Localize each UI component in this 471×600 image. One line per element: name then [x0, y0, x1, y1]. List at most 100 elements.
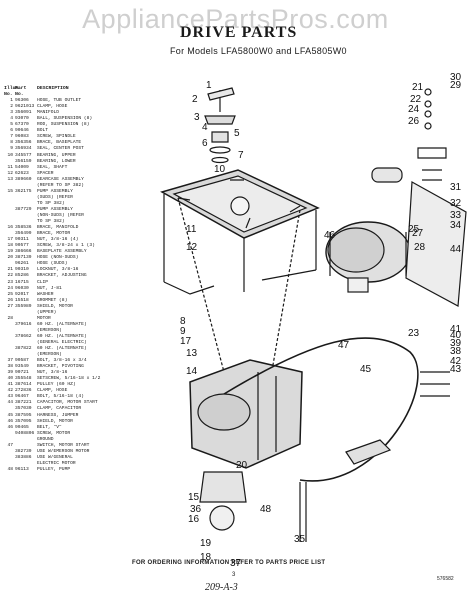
part-no-cell: 67370 [15, 122, 29, 128]
site-watermark: AppliancePartsPros.com [82, 4, 389, 34]
illus-no-cell: 3 [10, 110, 13, 116]
illus-no-cell: 26 [7, 297, 13, 303]
illus-no-cell: 8 [10, 140, 13, 146]
description-cell: SCREW, SPINDLE [37, 134, 76, 140]
gearcase-shaft [257, 372, 277, 460]
table-row: (GENERAL ELECTRIC) [4, 340, 176, 346]
callout-32: 32 [450, 198, 462, 209]
description-cell: SPACER [37, 170, 54, 176]
part-no-cell: 389660 [15, 176, 32, 182]
drive-belt [223, 337, 419, 482]
callout-17: 17 [180, 336, 192, 347]
part-no-cell: 356499 [15, 231, 32, 237]
description-cell: SEAL, SHAFT [37, 164, 68, 170]
callout-26: 26 [408, 116, 420, 127]
callout-41: 41 [450, 324, 462, 335]
illus-no-cell: 40 [7, 376, 13, 382]
document-code: 576582 [437, 576, 454, 582]
part-no-cell: 272836 [15, 388, 32, 394]
part-no-cell: 96467 [15, 394, 29, 400]
callout-34: 34 [450, 220, 462, 231]
motor-winding [327, 227, 385, 273]
illus-no-cell: 39 [7, 370, 13, 376]
callout-1: 1 [206, 80, 212, 91]
description-cell: MANIFOLD [37, 110, 60, 116]
description-cell: (EMERSON) [37, 327, 62, 333]
page-title: DRIVE PARTS [180, 24, 298, 41]
suspension-rods [177, 197, 301, 383]
brace-left [163, 281, 215, 295]
part-no-cell: 9408806 [15, 430, 35, 436]
header-illus-no: Illus. No. [4, 86, 22, 98]
callout-12: 12 [186, 242, 198, 253]
callout-19: 19 [200, 538, 212, 549]
illus-no-cell: 42 [7, 388, 13, 394]
callout-20: 20 [236, 460, 248, 471]
part-no-cell: 386666 [15, 249, 32, 255]
callout-47: 47 [338, 340, 350, 351]
illus-no-cell: 16 [7, 225, 13, 231]
illus-no-cell: 28 [7, 315, 13, 321]
table-row: ELECTRIC MOTOR [4, 461, 176, 467]
baseplate-ribs [177, 179, 301, 229]
description-cell: SCREW, MOTOR [37, 430, 71, 436]
illus-no-cell: 12 [7, 170, 13, 176]
table-row: (UPPER) [4, 310, 176, 316]
part-no-cell: 93549 [15, 364, 29, 370]
illus-no-cell: 2 [10, 104, 13, 110]
manifold [204, 115, 236, 125]
table-row: (EMERSON) [4, 328, 176, 334]
header-description: DESCRIPTION [37, 86, 69, 91]
callout-30: 30 [450, 72, 462, 83]
description-cell: BRACE, MANIFOLD [37, 225, 79, 231]
part-no-cell: 378662 [15, 333, 32, 339]
motor-mount [347, 277, 369, 293]
callout-40: 40 [450, 330, 462, 341]
callout-2: 2 [192, 94, 198, 105]
spacer-block [417, 147, 447, 159]
part-no-cell: 96306 [15, 98, 29, 104]
illus-no-cell: 13 [7, 176, 13, 182]
callout-16: 16 [188, 514, 200, 525]
motor-shield-upper [422, 169, 442, 181]
part-no-cell: 358536 [15, 225, 32, 231]
part-no-cell: 90310 [15, 267, 29, 273]
part-no-cell: 90721 [15, 370, 29, 376]
shaft-seal [211, 156, 229, 164]
part-no-cell: 345577 [15, 152, 32, 158]
description-cell: 60 HZ. (ALTERNATE) [37, 321, 87, 327]
callout-37: 37 [230, 558, 242, 569]
illus-no-cell: 22 [7, 273, 13, 279]
description-cell: (GENERAL ELECTRIC) [37, 339, 87, 345]
table-row: (EMERSON) [4, 352, 176, 358]
baseplate-hub [230, 196, 250, 216]
upper-bearing [209, 146, 231, 154]
illus-no-cell: 46 [7, 424, 13, 430]
part-no-cell: 387595 [15, 412, 32, 418]
part-no-cell: 90577 [15, 243, 29, 249]
pivoting-bracket [345, 439, 392, 465]
callout-24: 24 [408, 104, 420, 115]
description-cell: NUT, 3/8-16 [37, 370, 68, 376]
part-no-cell: 90587 [15, 358, 29, 364]
hose-clamp [207, 87, 235, 101]
